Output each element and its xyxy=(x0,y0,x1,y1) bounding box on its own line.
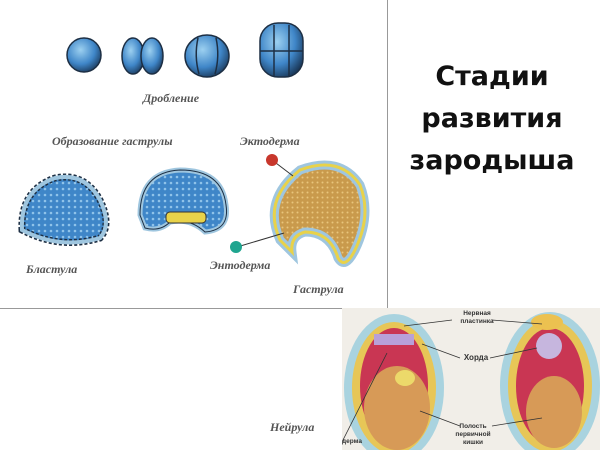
ectoderm-label: Эктодерма xyxy=(240,134,300,148)
two-cell-stage xyxy=(121,37,164,75)
gastrula xyxy=(230,154,370,267)
derm-label: дерма xyxy=(342,438,362,445)
title-line: развития xyxy=(421,103,563,134)
early-gastrula xyxy=(137,167,230,235)
title-line: зародыша xyxy=(409,145,575,176)
neurula-illustration xyxy=(342,308,600,450)
ectoderm-marker xyxy=(266,154,278,166)
eight-cell-stage xyxy=(259,22,304,78)
neurula-section-left xyxy=(344,314,444,450)
top-figure-frame-right xyxy=(387,0,388,310)
title-line: Стадии xyxy=(435,61,549,92)
neurula-section-right xyxy=(500,312,600,450)
cleavage-stages xyxy=(66,22,304,78)
top-figure-frame-bottom xyxy=(0,308,345,309)
blastula-label: Бластула xyxy=(26,262,78,276)
gastrulation-label: Образование гаструлы xyxy=(52,134,173,148)
four-cell-stage xyxy=(184,34,230,78)
neurula-label: Нейрула xyxy=(270,420,315,434)
blastula xyxy=(18,173,110,246)
zygote xyxy=(66,37,102,73)
neural-plate-label: Нервная пластинка xyxy=(460,310,494,325)
cleavage-label: Дробление xyxy=(143,91,200,105)
gut-cavity-label: Полость первичной кишки xyxy=(455,423,491,446)
slide-title: Стадии развития зародыша xyxy=(392,56,592,182)
endoderm-marker xyxy=(230,241,242,253)
embryo-development-illustration xyxy=(18,22,370,267)
notochord-label: Хорда xyxy=(463,353,489,362)
gastrula-label: Гаструла xyxy=(293,282,344,296)
endoderm-label: Энтодерма xyxy=(210,258,271,272)
